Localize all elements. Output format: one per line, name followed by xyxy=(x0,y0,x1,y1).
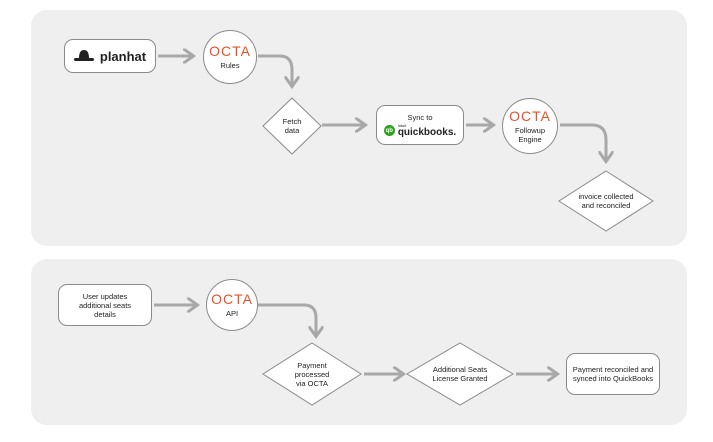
invoice-collected-label: invoice collected and reconciled xyxy=(578,192,634,210)
octa-logo: OCTA xyxy=(209,43,251,59)
planhat-node: planhat xyxy=(64,39,156,73)
octa-rules-label: Rules xyxy=(220,61,240,70)
user-updates-label: User updates additional seats details xyxy=(78,291,132,319)
octa-followup-node: OCTA Followup Engine xyxy=(502,98,558,154)
octa-api-node: OCTA API xyxy=(206,279,258,331)
octa-rules-node: OCTA Rules xyxy=(203,30,257,84)
payment-reconciled-node: Payment reconciled and synced into Quick… xyxy=(566,353,660,395)
payment-reconciled-label: Payment reconciled and synced into Quick… xyxy=(572,365,654,383)
quickbooks-icon: qb xyxy=(383,125,395,136)
quickbooks-logo: qb intuit quickbooks. xyxy=(383,122,457,138)
octa-logo: OCTA xyxy=(211,291,253,307)
user-updates-node: User updates additional seats details xyxy=(58,284,152,326)
planhat-label: planhat xyxy=(99,48,147,64)
payment-processed-node: Payment processed via OCTA xyxy=(262,342,362,406)
additional-seats-label: Additional Seats License Granted xyxy=(432,365,488,383)
fetch-data-node: Fetch data xyxy=(262,97,322,155)
payment-processed-label: Payment processed via OCTA xyxy=(294,360,330,388)
quickbooks-wordmark: quickbooks. xyxy=(397,126,457,138)
octa-api-label: API xyxy=(225,309,239,318)
octa-followup-label: Followup Engine xyxy=(514,125,545,144)
additional-seats-node: Additional Seats License Granted xyxy=(406,342,514,406)
arrow-rules-to-fetch xyxy=(258,54,292,85)
octa-logo: OCTA xyxy=(509,107,551,124)
sync-to-label: Sync to xyxy=(407,112,433,122)
sync-to-quickbooks-node: Sync to qb intuit quickbooks. xyxy=(376,105,464,145)
invoice-collected-node: invoice collected and reconciled xyxy=(558,170,654,232)
fetch-data-label: Fetch data xyxy=(282,117,302,135)
hat-icon xyxy=(73,50,94,61)
intuit-label: intuit xyxy=(397,122,407,128)
arrow-api-to-payment xyxy=(258,303,316,335)
arrow-followup-to-collected xyxy=(560,123,606,160)
